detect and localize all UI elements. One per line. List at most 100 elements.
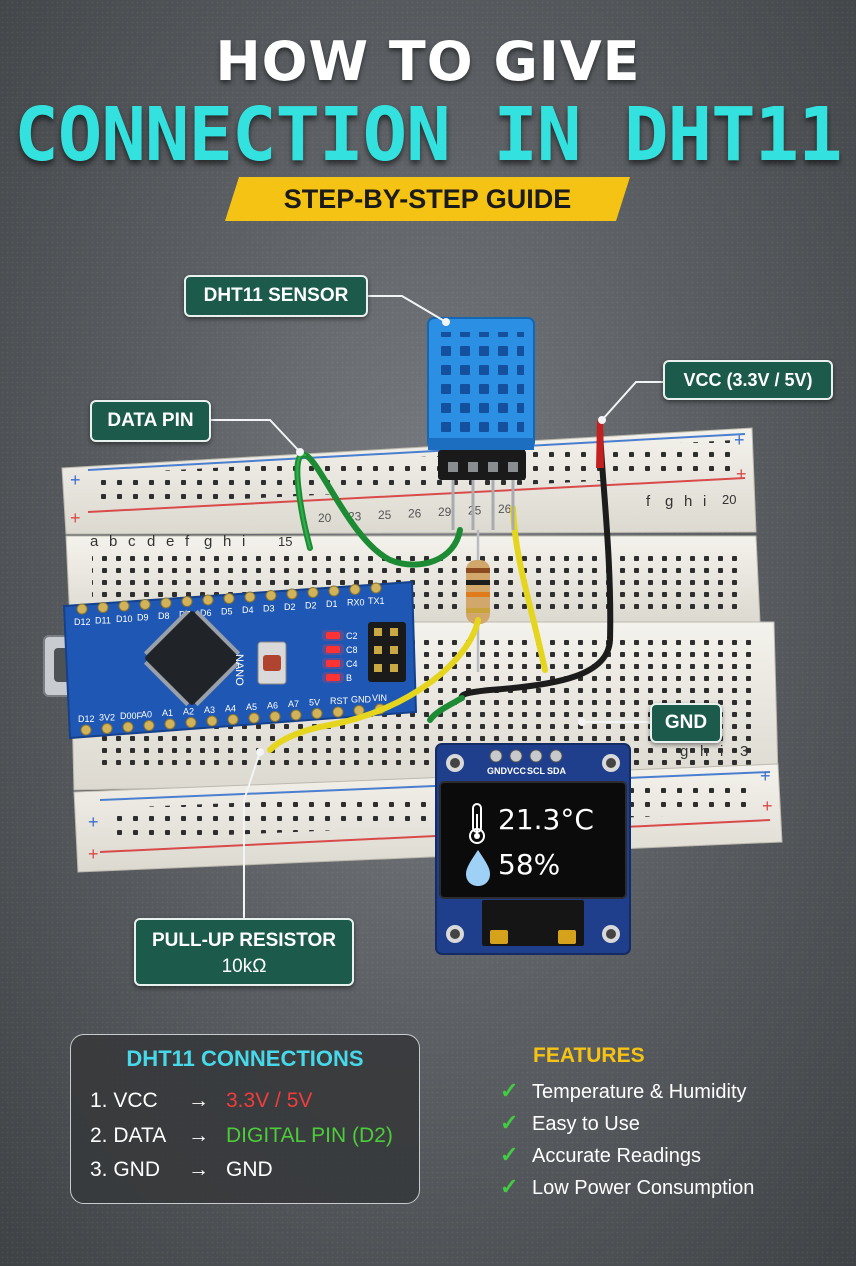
header-pin <box>185 717 197 728</box>
column-letter: i <box>703 493 706 510</box>
oled-pin-label: SDA <box>547 766 567 776</box>
column-letter: f <box>185 533 190 550</box>
led <box>326 632 340 639</box>
pin-label: D1 <box>326 599 338 609</box>
arduino-nano: D12D11D10D9D8D7D6D5D4D3D2D2D1RX0TX1 D123… <box>43 580 418 740</box>
column-letter: g <box>665 493 673 510</box>
pin-label: A0 <box>141 710 152 720</box>
header-pin <box>244 591 256 603</box>
row-number: 26 <box>498 502 512 516</box>
pull-up-resistor <box>466 530 490 672</box>
column-letter: g <box>680 743 688 760</box>
header-pin <box>80 724 92 736</box>
pin-label: D2 <box>284 602 296 612</box>
connection-row-vcc: 1. VCC→3.3V / 5V <box>90 1089 420 1113</box>
row-number: 29 <box>438 505 452 519</box>
pin-label: D2 <box>305 601 317 611</box>
led <box>326 660 340 667</box>
humidity-reading: 58% <box>498 848 560 881</box>
header-pin <box>307 587 319 598</box>
icsp-pin <box>390 628 398 636</box>
resistor-label-line-2: 10kΩ <box>221 956 267 977</box>
label-pull-up-resistor: PULL-UP RESISTOR 10kΩ <box>134 918 354 986</box>
icsp-pin <box>390 664 398 672</box>
rail-plus-lower-r: + <box>760 766 771 786</box>
feature-item: ✓ Easy to Use <box>500 1110 640 1136</box>
pin-label: D00F <box>120 711 143 721</box>
pin-label: D11 <box>95 616 111 626</box>
led-label: C4 <box>346 659 358 669</box>
check-icon: ✓ <box>500 1110 519 1135</box>
header-pin <box>97 602 109 613</box>
header-pin <box>332 706 344 718</box>
temperature-reading: 21.3°C <box>498 803 594 836</box>
header-pins-bottom <box>80 703 386 736</box>
led-glow <box>322 630 344 641</box>
header-pin <box>118 600 130 612</box>
pin-label: GND <box>351 695 372 705</box>
header-pin <box>311 708 323 719</box>
pin-label: RST <box>330 696 349 706</box>
oled-pin <box>489 749 503 763</box>
connections-title: DHT11 CONNECTIONS <box>126 1046 364 1071</box>
led-glow <box>322 658 344 669</box>
pin-label: D10 <box>116 614 133 624</box>
label-data-pin: DATA PIN <box>90 400 211 442</box>
icsp-pins <box>374 628 398 672</box>
header-pin <box>101 723 113 734</box>
led <box>326 674 340 681</box>
column-letter: h <box>684 493 692 510</box>
header-pin <box>143 720 155 731</box>
pin-label: A1 <box>162 708 173 718</box>
mcu-chip <box>143 609 241 707</box>
callout-lines <box>210 295 663 920</box>
check-icon: ✓ <box>500 1078 519 1103</box>
row-number: 25 <box>468 504 482 518</box>
column-letter: d <box>147 533 155 550</box>
banner-shape <box>225 177 630 221</box>
pin-label: D8 <box>158 611 170 621</box>
pin-label: D6 <box>200 608 212 618</box>
pin-label: D5 <box>221 607 233 617</box>
arrow-icon: → <box>188 1124 209 1147</box>
connection-key: 1. VCC <box>90 1089 158 1112</box>
title-line-2: CONNECTION IN DHT11 <box>14 92 842 178</box>
pin-label: A7 <box>288 699 299 709</box>
led-label: B <box>346 673 352 683</box>
rail-plus-lower-l: + <box>88 812 99 832</box>
connection-value: GND <box>226 1158 273 1181</box>
check-icon: ✓ <box>500 1142 519 1167</box>
feature-text: Easy to Use <box>532 1113 640 1135</box>
vcc-wire-black <box>458 427 614 701</box>
feature-item: ✓Temperature & Humidity <box>500 1078 747 1104</box>
connection-value: DIGITAL PIN (D2) <box>226 1124 393 1147</box>
column-letter: g <box>204 533 212 550</box>
features-title: FEATURES <box>533 1044 645 1067</box>
header-pin <box>265 590 277 601</box>
rail-plus-tr2: + <box>736 464 747 484</box>
column-letter: b <box>109 533 117 550</box>
rail-plus-lower-r2: + <box>762 796 773 816</box>
header-pin <box>202 594 214 606</box>
connection-value: 3.3V / 5V <box>226 1089 313 1112</box>
connection-row-data: 2. DATA→DIGITAL PIN (D2) <box>90 1124 420 1148</box>
label-gnd: GND <box>650 703 722 743</box>
feature-item: ✓Low Power Consumption <box>500 1174 754 1200</box>
icsp-pin <box>374 664 382 672</box>
pin-label: D12 <box>78 714 95 724</box>
header-pin <box>286 588 298 600</box>
icsp-header <box>368 622 406 682</box>
pin-label: D12 <box>74 617 91 627</box>
header-pin <box>370 582 382 594</box>
header-pin <box>269 711 281 722</box>
header-pins-top <box>76 582 382 615</box>
connections-panel <box>70 1034 420 1204</box>
resistor-label-line-1: PULL-UP RESISTOR <box>151 930 337 951</box>
column-letter: e <box>166 533 174 550</box>
arrow-icon: → <box>188 1158 209 1181</box>
rail-plus-bl: + <box>70 508 81 528</box>
